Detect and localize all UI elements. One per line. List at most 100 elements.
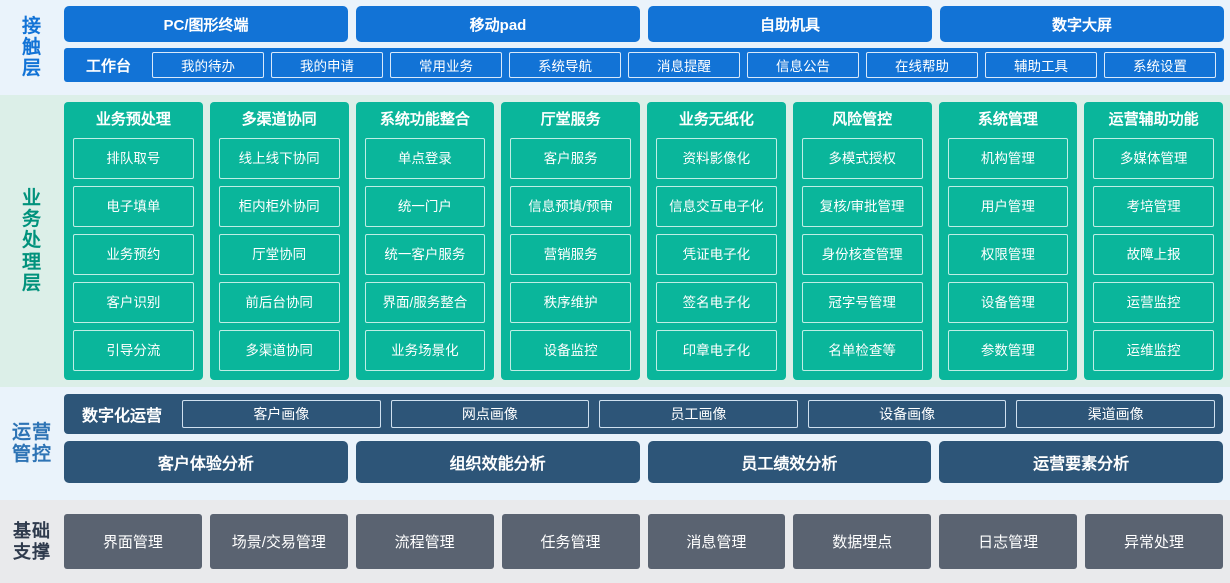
workbench-item-my-application[interactable]: 我的申请 bbox=[271, 52, 384, 78]
business-item[interactable]: 故障上报 bbox=[1093, 234, 1214, 275]
business-item[interactable]: 身份核查管理 bbox=[801, 234, 923, 275]
foundation-layer-label: 基础支撑 bbox=[0, 500, 64, 583]
business-item[interactable]: 统一门户 bbox=[364, 186, 486, 227]
business-column-title: 业务无纸化 bbox=[678, 111, 754, 128]
business-item[interactable]: 考培管理 bbox=[1093, 186, 1214, 227]
contact-layer-label-text: 接触层 bbox=[21, 15, 42, 80]
business-item[interactable]: 复核/审批管理 bbox=[801, 186, 923, 227]
business-layer-label: 业务处理层 bbox=[0, 95, 64, 387]
business-item[interactable]: 参数管理 bbox=[947, 330, 1069, 371]
business-item[interactable]: 排队取号 bbox=[73, 138, 194, 179]
contact-layer-label: 接触层 bbox=[0, 0, 64, 95]
business-item[interactable]: 运营监控 bbox=[1093, 282, 1214, 323]
business-item[interactable]: 界面/服务整合 bbox=[364, 282, 486, 323]
business-item[interactable]: 名单检查等 bbox=[801, 330, 923, 371]
channel-box-mobile-pad[interactable]: 移动pad bbox=[356, 6, 640, 42]
foundation-item-task-management[interactable]: 任务管理 bbox=[501, 514, 640, 569]
foundation-item-ui-management[interactable]: 界面管理 bbox=[64, 514, 202, 569]
profile-chip-employee[interactable]: 员工画像 bbox=[599, 400, 798, 428]
business-item[interactable]: 单点登录 bbox=[364, 138, 486, 179]
business-column-preprocessing: 业务预处理 排队取号 电子填单 业务预约 客户识别 引导分流 bbox=[64, 102, 203, 380]
business-layer-label-text: 业务处理层 bbox=[21, 187, 42, 294]
analysis-box-customer-experience[interactable]: 客户体验分析 bbox=[64, 441, 348, 483]
profile-chip-channel[interactable]: 渠道画像 bbox=[1016, 400, 1215, 428]
operations-layer-label-text: 运营管控 bbox=[11, 422, 52, 465]
business-column-risk-control: 风险管控 多模式授权 复核/审批管理 身份核查管理 冠字号管理 名单检查等 bbox=[792, 102, 932, 380]
business-item[interactable]: 信息交互电子化 bbox=[656, 186, 777, 227]
foundation-item-exception-handling[interactable]: 异常处理 bbox=[1085, 514, 1223, 569]
business-item[interactable]: 信息预填/预审 bbox=[510, 186, 631, 227]
business-item[interactable]: 客户识别 bbox=[73, 282, 194, 323]
business-column-title: 系统功能整合 bbox=[379, 111, 470, 128]
analysis-box-organizational-efficiency[interactable]: 组织效能分析 bbox=[355, 441, 640, 483]
business-item[interactable]: 多渠道协同 bbox=[218, 330, 340, 371]
profile-chip-device[interactable]: 设备画像 bbox=[807, 400, 1007, 428]
business-layer: 业务处理层 业务预处理 排队取号 电子填单 业务预约 客户识别 引导分流 多渠道… bbox=[0, 95, 1230, 387]
business-column-lobby-service: 厅堂服务 客户服务 信息预填/预审 营销服务 秩序维护 设备监控 bbox=[501, 102, 640, 380]
business-column-title: 运营辅助功能 bbox=[1108, 111, 1199, 128]
business-item[interactable]: 统一客户服务 bbox=[364, 234, 486, 275]
operations-layer: 运营管控 数字化运营 客户画像 网点画像 员工画像 设备画像 渠道画像 客户体验… bbox=[0, 387, 1230, 500]
business-column-system-management: 系统管理 机构管理 用户管理 权限管理 设备管理 参数管理 bbox=[938, 102, 1078, 380]
profile-chip-branch[interactable]: 网点画像 bbox=[390, 400, 590, 428]
foundation-layer: 基础支撑 界面管理 场景/交易管理 流程管理 任务管理 消息管理 数据埋点 日志… bbox=[0, 500, 1230, 583]
profile-chip-customer[interactable]: 客户画像 bbox=[182, 400, 381, 428]
business-item[interactable]: 运维监控 bbox=[1093, 330, 1214, 371]
digital-operations-title: 数字化运营 bbox=[82, 408, 163, 425]
foundation-layer-body: 界面管理 场景/交易管理 流程管理 任务管理 消息管理 数据埋点 日志管理 异常… bbox=[64, 500, 1230, 583]
workbench-title: 工作台 bbox=[86, 57, 132, 75]
business-item[interactable]: 营销服务 bbox=[510, 234, 631, 275]
business-column-title: 业务预处理 bbox=[95, 111, 171, 128]
business-item[interactable]: 前后台协同 bbox=[218, 282, 340, 323]
business-item[interactable]: 多模式授权 bbox=[801, 138, 923, 179]
foundation-item-log-management[interactable]: 日志管理 bbox=[939, 514, 1078, 569]
business-column-operation-support: 运营辅助功能 多媒体管理 考培管理 故障上报 运营监控 运维监控 bbox=[1084, 102, 1223, 380]
foundation-item-message-management[interactable]: 消息管理 bbox=[647, 514, 786, 569]
channel-box-self-service[interactable]: 自助机具 bbox=[648, 6, 932, 42]
business-item[interactable]: 签名电子化 bbox=[656, 282, 777, 323]
business-item[interactable]: 业务场景化 bbox=[364, 330, 486, 371]
workbench-item-my-todo[interactable]: 我的待办 bbox=[152, 52, 265, 78]
analysis-box-employee-performance[interactable]: 员工绩效分析 bbox=[647, 441, 932, 483]
operations-layer-body: 数字化运营 客户画像 网点画像 员工画像 设备画像 渠道画像 客户体验分析 组织… bbox=[64, 387, 1230, 500]
workbench-item-online-help[interactable]: 在线帮助 bbox=[866, 52, 979, 78]
workbench-item-message-alert[interactable]: 消息提醒 bbox=[628, 52, 741, 78]
workbench-item-information-bulletin[interactable]: 信息公告 bbox=[747, 52, 860, 78]
foundation-item-scenario-transaction-management[interactable]: 场景/交易管理 bbox=[209, 514, 348, 569]
business-item[interactable]: 客户服务 bbox=[510, 138, 631, 179]
business-item[interactable]: 设备管理 bbox=[947, 282, 1069, 323]
analysis-box-operation-factors[interactable]: 运营要素分析 bbox=[939, 441, 1223, 483]
business-item[interactable]: 资料影像化 bbox=[656, 138, 777, 179]
business-item[interactable]: 权限管理 bbox=[947, 234, 1069, 275]
business-item[interactable]: 机构管理 bbox=[947, 138, 1069, 179]
business-item[interactable]: 印章电子化 bbox=[656, 330, 777, 371]
workbench-item-system-settings[interactable]: 系统设置 bbox=[1104, 52, 1217, 78]
business-layer-body: 业务预处理 排队取号 电子填单 业务预约 客户识别 引导分流 多渠道协同 线上线… bbox=[64, 95, 1230, 387]
workbench-bar: 工作台 我的待办 我的申请 常用业务 系统导航 消息提醒 信息公告 在线帮助 辅… bbox=[64, 48, 1224, 82]
business-item[interactable]: 柜内柜外协同 bbox=[218, 186, 340, 227]
channel-box-pc[interactable]: PC/图形终端 bbox=[64, 6, 348, 42]
business-item[interactable]: 引导分流 bbox=[73, 330, 194, 371]
business-column-system-integration: 系统功能整合 单点登录 统一门户 统一客户服务 界面/服务整合 业务场景化 bbox=[355, 102, 495, 380]
foundation-item-process-management[interactable]: 流程管理 bbox=[355, 514, 494, 569]
workbench-item-system-navigation[interactable]: 系统导航 bbox=[509, 52, 622, 78]
business-item[interactable]: 凭证电子化 bbox=[656, 234, 777, 275]
contact-layer: 接触层 PC/图形终端 移动pad 自助机具 数字大屏 工作台 我的待办 我的申… bbox=[0, 0, 1230, 95]
business-column-title: 风险管控 bbox=[832, 111, 893, 128]
business-item[interactable]: 用户管理 bbox=[947, 186, 1069, 227]
channel-box-digital-screen[interactable]: 数字大屏 bbox=[940, 6, 1224, 42]
business-item[interactable]: 多媒体管理 bbox=[1093, 138, 1214, 179]
business-item[interactable]: 线上线下协同 bbox=[218, 138, 340, 179]
business-column-title: 多渠道协同 bbox=[241, 111, 317, 128]
business-item[interactable]: 冠字号管理 bbox=[801, 282, 923, 323]
business-item[interactable]: 厅堂协同 bbox=[218, 234, 340, 275]
business-item[interactable]: 电子填单 bbox=[73, 186, 194, 227]
workbench-item-common-business[interactable]: 常用业务 bbox=[390, 52, 503, 78]
workbench-item-auxiliary-tools[interactable]: 辅助工具 bbox=[985, 52, 1098, 78]
business-item[interactable]: 设备监控 bbox=[510, 330, 631, 371]
contact-layer-body: PC/图形终端 移动pad 自助机具 数字大屏 工作台 我的待办 我的申请 常用… bbox=[64, 0, 1230, 95]
business-item[interactable]: 秩序维护 bbox=[510, 282, 631, 323]
operations-layer-label: 运营管控 bbox=[0, 387, 64, 500]
business-item[interactable]: 业务预约 bbox=[73, 234, 194, 275]
foundation-item-data-tracking[interactable]: 数据埋点 bbox=[793, 514, 932, 569]
